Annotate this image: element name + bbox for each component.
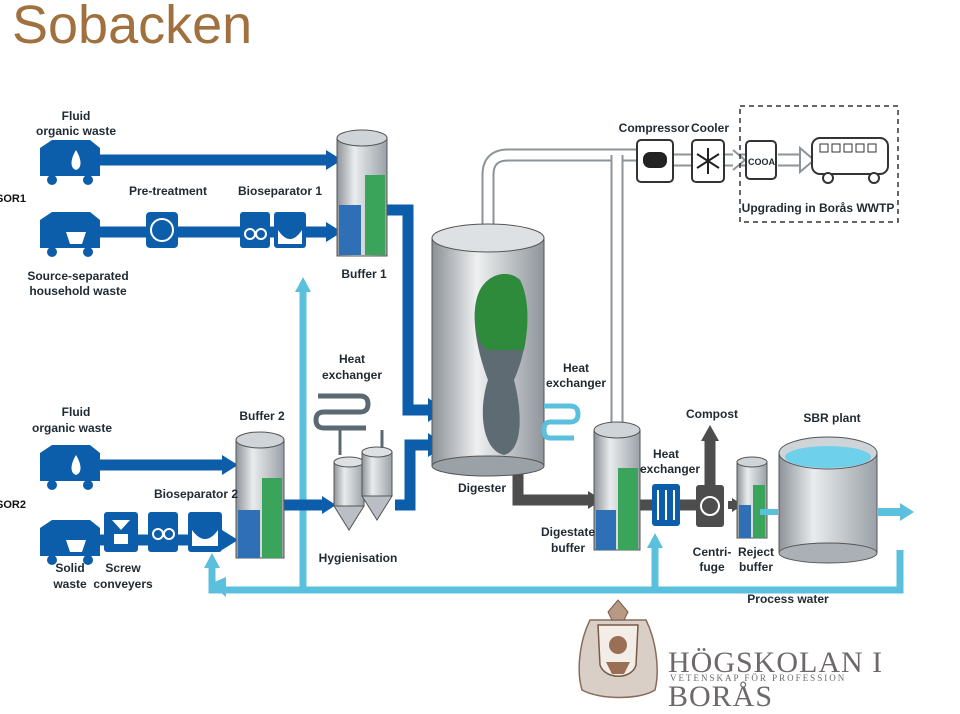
diagram-labels: Fluid organic waste Source-separated hou… <box>27 109 894 606</box>
pretreatment-icon <box>146 212 178 248</box>
label-pretreatment: Pre-treatment <box>129 184 207 198</box>
process-water-pipe <box>208 285 904 594</box>
label-heat-exchanger-digester-2: exchanger <box>546 376 606 390</box>
label-reject-buffer-1: Reject <box>738 545 774 559</box>
label-sbr-plant: SBR plant <box>803 411 860 425</box>
label-source-sep-2: household waste <box>29 284 127 298</box>
label-heat-exchanger-right-2: exchanger <box>640 462 700 476</box>
buffer1-tank <box>336 129 388 257</box>
digestate-buffer-tank <box>593 421 641 551</box>
process-water-arrows <box>204 277 663 597</box>
label-digestate-buffer-1: Digestate <box>541 525 595 539</box>
upgrading-box <box>739 105 899 223</box>
university-logo-motto: VETENSKAP FÖR PROFESSION <box>670 673 847 683</box>
biogas-pipes <box>481 148 800 430</box>
label-fluid-top-1: Fluid <box>62 109 91 123</box>
bioseparator1-icon <box>240 212 306 248</box>
hygienisation-tanks <box>333 430 393 531</box>
university-logo-name: HÖGSKOLAN I BORÅS <box>668 646 884 713</box>
truck-icon <box>40 445 100 490</box>
label-compressor: Compressor <box>619 121 690 135</box>
side-label-sor1: SOR1 <box>0 193 26 205</box>
label-fluid-bottom-2: organic waste <box>32 421 112 435</box>
label-process-water: Process water <box>747 592 829 606</box>
cooa-icon <box>745 140 777 180</box>
label-screw-conveyers-2: conveyers <box>93 577 153 591</box>
truck-icon <box>40 212 100 257</box>
label-buffer1: Buffer 1 <box>341 267 387 281</box>
label-heat-exchanger-digester-1: Heat <box>563 361 589 375</box>
label-buffer2: Buffer 2 <box>239 409 285 423</box>
bioseparator2-icon <box>148 512 222 552</box>
centrifuge-icon <box>696 485 724 527</box>
heat-exchanger-icon <box>652 484 680 526</box>
label-source-sep-1: Source-separated <box>27 269 128 283</box>
label-bioseparator1: Bioseparator 1 <box>238 184 322 198</box>
truck-icon <box>40 140 100 185</box>
screw-conveyer-icon <box>104 512 138 552</box>
label-centrifuge-1: Centri- <box>693 545 732 559</box>
buffer2-tank <box>235 431 285 559</box>
digester-tank <box>431 223 545 477</box>
label-compost: Compost <box>686 407 738 421</box>
label-heat-exchanger-left-1: Heat <box>339 352 365 366</box>
label-fluid-top-2: organic waste <box>36 124 116 138</box>
label-solid-waste-2: waste <box>52 577 87 591</box>
label-screw-conveyers-1: Screw <box>105 561 141 575</box>
label-fluid-bottom-1: Fluid <box>62 405 91 419</box>
label-bioseparator2: Bioseparator 2 <box>154 487 238 501</box>
cooa-label: COOA <box>748 157 776 167</box>
cooler-icon <box>691 139 725 183</box>
heat-exchanger-icon <box>541 403 581 441</box>
heat-exchanger-icon <box>313 393 371 431</box>
bus-icon <box>811 137 889 184</box>
label-hygienisation: Hygienisation <box>319 551 398 565</box>
compressor-icon <box>636 139 674 183</box>
label-reject-buffer-2: buffer <box>739 560 773 574</box>
side-label-sor2: SOR2 <box>0 499 26 511</box>
reject-buffer-tank <box>736 456 768 539</box>
label-digestate-buffer-2: buffer <box>551 541 585 555</box>
label-heat-exchanger-left-2: exchanger <box>322 368 382 382</box>
university-crest-icon <box>578 599 658 699</box>
label-upgrading: Upgrading in Borås WWTP <box>742 201 895 215</box>
label-solid-waste-1: Solid <box>55 561 84 575</box>
slide-title: Sobacken <box>12 0 253 55</box>
truck-icon <box>40 520 100 565</box>
label-heat-exchanger-right-1: Heat <box>653 447 679 461</box>
label-cooler: Cooler <box>691 121 729 135</box>
label-centrifuge-2: fuge <box>699 560 725 574</box>
sbr-plant-tank <box>778 436 878 564</box>
label-digester: Digester <box>458 481 506 495</box>
